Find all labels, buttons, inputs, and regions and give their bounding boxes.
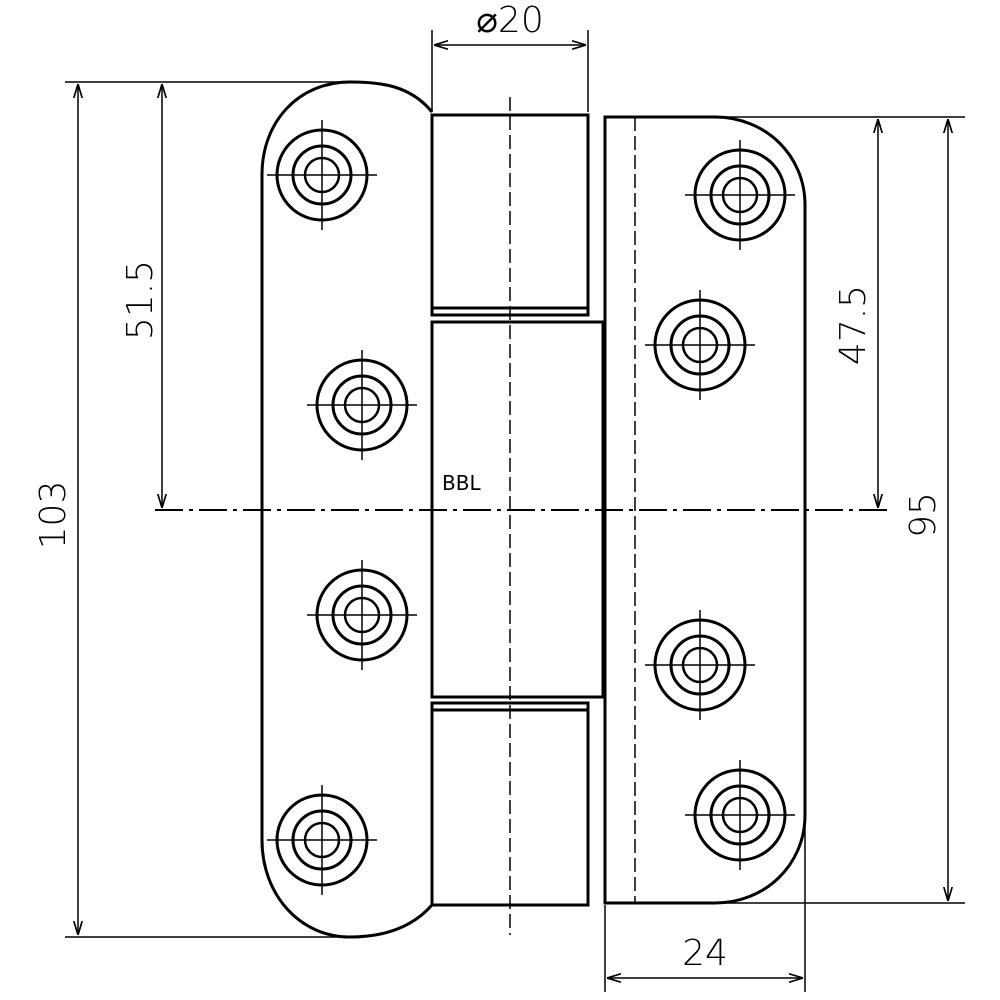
bbl-label: BBL (442, 471, 481, 495)
screw-hole (267, 785, 377, 895)
svg-text:95: 95 (903, 492, 944, 538)
screw-hole (645, 610, 755, 720)
screw-holes (267, 120, 795, 895)
dimension-95: 95 (715, 119, 965, 904)
screw-hole (645, 290, 755, 400)
screw-hole (685, 140, 795, 250)
dimension-diameter-20: ⌀20 (431, 0, 589, 112)
svg-text:103: 103 (33, 481, 74, 550)
svg-text:51.5: 51.5 (120, 260, 161, 340)
dimension-103: 103 (33, 81, 350, 938)
svg-text:⌀20: ⌀20 (476, 0, 543, 41)
screw-hole (267, 120, 377, 230)
svg-text:24: 24 (682, 933, 728, 974)
dimension-47-5: 47.5 (715, 116, 965, 508)
screw-hole (307, 350, 417, 460)
dimension-24: 24 (604, 815, 806, 992)
dimension-51-5: 51.5 (120, 84, 162, 508)
screw-hole (685, 760, 795, 870)
left-leaf (260, 80, 434, 939)
svg-text:47.5: 47.5 (833, 285, 874, 365)
screw-hole (307, 560, 417, 670)
